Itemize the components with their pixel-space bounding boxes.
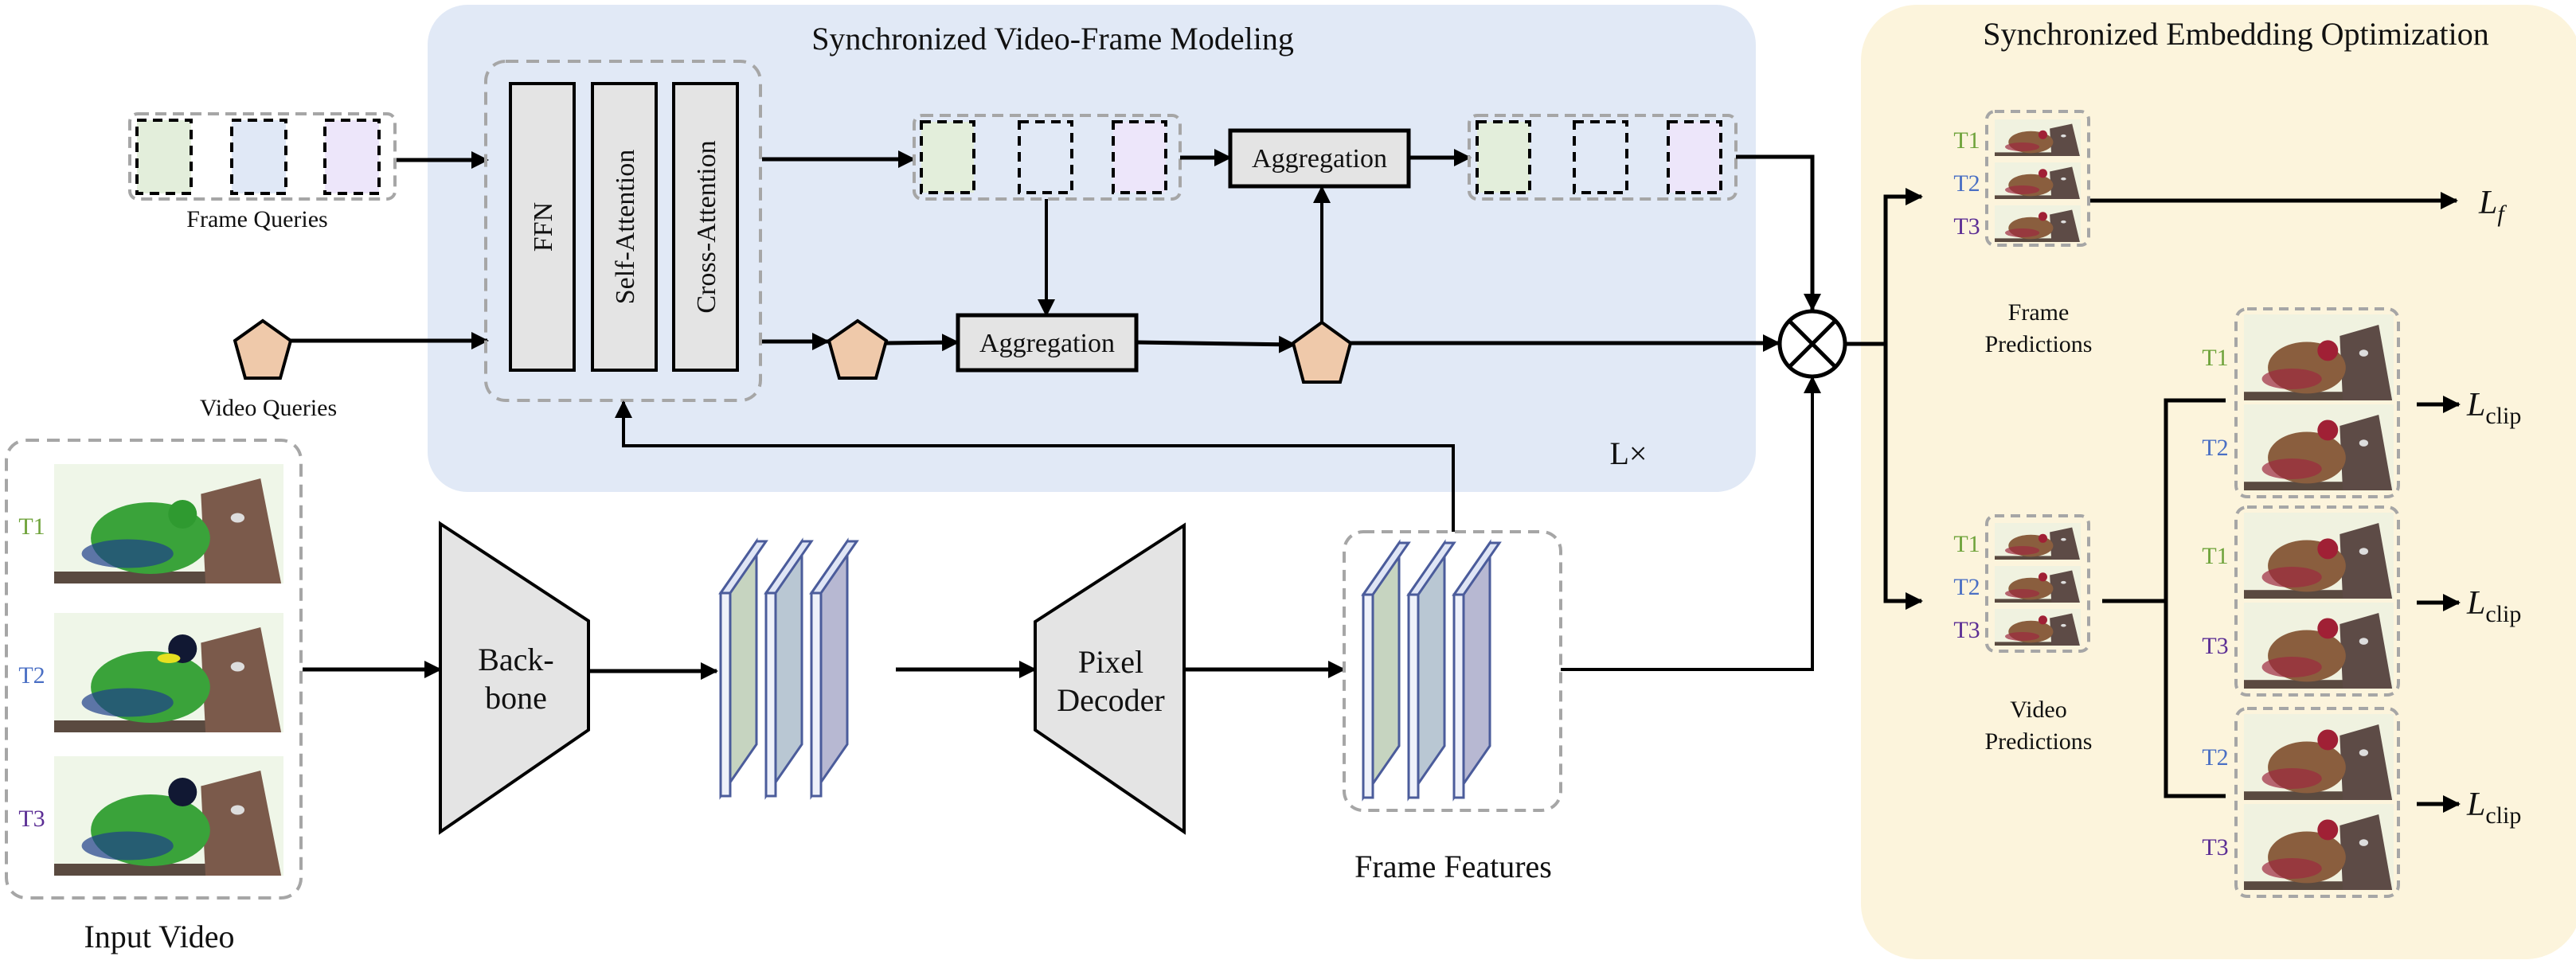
frame-queries-label: Frame Queries [186,206,327,232]
time-label-t3: T3 [2202,633,2228,659]
time-label-t1: T1 [2202,345,2228,371]
multiscale-features-stack [718,537,859,800]
time-label-t1: T1 [2202,543,2228,569]
frame-queries-group [128,112,397,201]
aggregation-top [1228,128,1411,189]
aggregation-bottom-label: Aggregation [979,329,1115,358]
time-label-t2: T2 [2202,435,2228,461]
feature-plate [809,537,859,800]
arrow-features-to-decoder [615,400,1455,532]
backbone-label-line1: Back- [478,642,554,677]
pixel-decoder [1034,522,1186,835]
self-attention-label: Self-Attention [611,150,640,305]
frame-thumbnail [1995,523,2081,560]
feature-plate [1406,539,1456,802]
feature-plate [718,537,768,800]
time-label-t1: T1 [18,513,45,540]
output-frame-queries-group [1468,114,1738,201]
modeling-title: Synchronized Video-Frame Modeling [811,21,1294,57]
mid-frame-queries-group [913,114,1182,201]
frame-predictions-label-line1: Frame [2008,299,2070,326]
frame-query-2 [230,119,287,195]
backbone [439,521,590,835]
frame-thumbnail [1995,566,2081,603]
frame-thumbnail [54,464,283,583]
cross-attention-layer [672,82,739,372]
optimization-panel [1861,5,2576,959]
feature-plate [764,537,814,800]
frame-thumbnail [2244,513,2394,599]
ffn-label: FFN [529,202,558,252]
frame-thumbnail [1995,205,2081,242]
frame-thumbnail [1995,162,2081,199]
arrow-frame-features-to-product [1561,376,1821,671]
frame-query-3 [323,119,381,195]
frame-thumbnail [54,756,283,876]
clip-loss-label: Lclip [2466,786,2521,829]
product-node [1777,309,1847,379]
pixel-decoder-label-line2: Decoder [1057,682,1164,718]
frame-thumbnail [1995,119,2081,156]
ffn-layer [509,82,576,372]
optimization-title: Synchronized Embedding Optimization [1983,16,2488,52]
time-label-t3: T3 [2202,834,2228,861]
time-label-t3: T3 [18,806,45,832]
time-label-t2: T2 [18,662,45,689]
feature-plate [1361,539,1411,802]
frame-thumbnail [2244,804,2394,890]
cross-attention-label: Cross-Attention [692,140,721,313]
frame-thumbnail [54,613,283,732]
video-query-pentagon-out [1291,320,1353,384]
time-label-t3: T3 [1953,617,1980,643]
frame-thumbnail [2244,314,2394,400]
time-label-t1: T1 [1953,127,1980,154]
time-label-t2: T2 [1953,574,1980,600]
video-predictions-box [1985,514,2090,653]
clip-loss-label: Lclip [2466,387,2521,429]
backbone-label-line2: bone [485,680,547,716]
frame-thumbnail [2244,404,2394,490]
arrow-aggregation-to-pentagon [1136,335,1296,353]
feature-plate [1452,539,1502,802]
arrow-product-to-frame-predictions [1845,188,1923,346]
video-queries-label: Video Queries [200,395,337,421]
self-attention-layer [591,82,658,372]
frame-features-label: Frame Features [1354,849,1552,884]
frame-thumbnail [1995,609,2081,646]
time-label-t1: T1 [1953,531,1980,557]
arrow-product-to-video-predictions [1883,344,1923,610]
arrow-queries-to-product [1736,154,1821,311]
video-query-pentagon-mid [827,318,889,380]
time-label-t2: T2 [1953,170,1980,197]
video-predictions-label-line2: Predictions [1985,728,2093,755]
repeat-label: L× [1610,435,1648,471]
time-label-t2: T2 [2202,744,2228,771]
frame-predictions-label-line2: Predictions [1985,331,2093,357]
pixel-decoder-label-line1: Pixel [1078,644,1143,680]
frame-features-stack [1361,539,1502,802]
arrow-pentagon-to-aggregation [885,334,960,352]
frame-predictions-box [1985,110,2090,247]
clip-loss-label: Lclip [2466,585,2521,627]
time-label-t3: T3 [1953,213,1980,240]
frame-thumbnail [2244,714,2394,800]
input-video-label: Input Video [84,919,234,954]
video-predictions-label-line1: Video [2010,697,2067,723]
frame-thumbnail [2244,603,2394,689]
aggregation-top-label: Aggregation [1252,144,1387,174]
frame-query-1 [135,119,193,195]
branch-clip-pairs [2164,398,2226,798]
video-query-pentagon [233,318,293,380]
